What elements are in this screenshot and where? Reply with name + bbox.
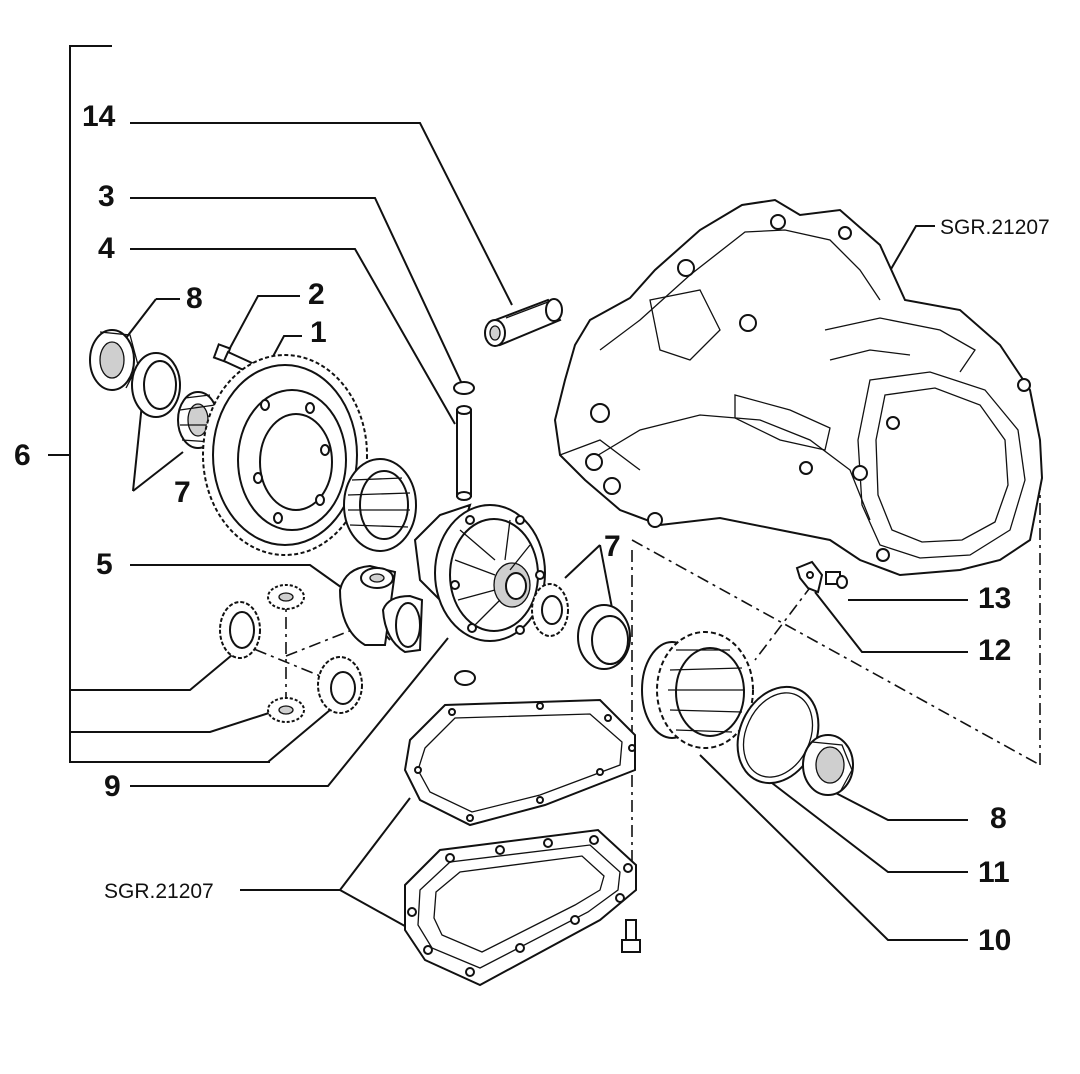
callout-2: 2 [308,278,325,311]
part-8-seal-left [89,329,139,391]
part-9-differential-case [413,503,546,642]
leader-2 [229,295,300,349]
callout-1: 1 [310,316,327,349]
part-3-ring [453,381,475,395]
leader-4 [130,248,456,425]
axis-main [631,539,1041,766]
part-14-sleeve [484,298,563,347]
callout-11: 11 [978,856,1010,889]
part-4-shaft [456,405,472,501]
leader-8a-b [125,298,157,339]
callout-12: 12 [978,634,1011,667]
part-12-bracket [795,560,824,594]
callout-14: 14 [82,100,116,133]
leader-1 [269,335,302,363]
part-1-crown-wheel [202,354,368,556]
leader-7b-b [599,544,613,609]
leader-ref-bottom-c [339,889,413,931]
callout-4: 4 [98,232,115,265]
callout-6: 6 [14,439,31,472]
callout-5: 5 [96,548,113,581]
leader-lines [48,45,968,941]
part-7-bearing-right [531,583,631,670]
leader-10 [699,754,968,941]
callout-8-left: 8 [186,282,203,315]
leader-5 [130,564,346,591]
part-5-thrust-washers [338,564,424,654]
reference-top: SGR.21207 [940,216,1050,239]
gearbox-housing [553,198,1044,577]
bearing-case-left [343,458,417,552]
leader-14 [130,122,513,306]
leader-7b-a [564,544,601,579]
callout-7-right: 7 [604,530,621,563]
callout-labels: 14 3 4 8 2 1 6 7 5 7 9 13 12 8 11 10 [14,100,1011,957]
cover-bolt [621,919,641,953]
part-8-seal-right [802,734,854,796]
reference-bottom: SGR.21207 [104,880,214,903]
leader-8b [829,789,968,821]
leader-3 [130,197,463,385]
part-11-o-ring [736,685,820,785]
leader-9 [130,637,449,787]
leader-11 [771,782,968,873]
part-13-screw [825,571,848,589]
leader-ref-bottom-b [339,797,411,891]
reference-labels: SGR.21207 SGR.21207 [104,216,1050,903]
pinion-gears [219,584,363,723]
callout-13: 13 [978,582,1011,615]
cover-plate [404,828,637,987]
leader-6-side-gear [70,709,331,763]
case-ring-bottom [454,670,476,686]
callout-7-left: 7 [174,476,191,509]
leader-6-small-gear [70,711,273,733]
part-10-ring-gear [641,631,754,749]
callout-10: 10 [978,924,1011,957]
callout-9: 9 [104,770,121,803]
axis-bracket [754,584,813,661]
callout-3: 3 [98,180,115,213]
leader-12 [814,591,968,653]
gasket-plate [403,698,636,827]
leader-6-gear [70,654,233,691]
leader-ref-top [886,225,935,277]
leader-7a-b [132,451,184,492]
callout-8-right: 8 [990,802,1007,835]
